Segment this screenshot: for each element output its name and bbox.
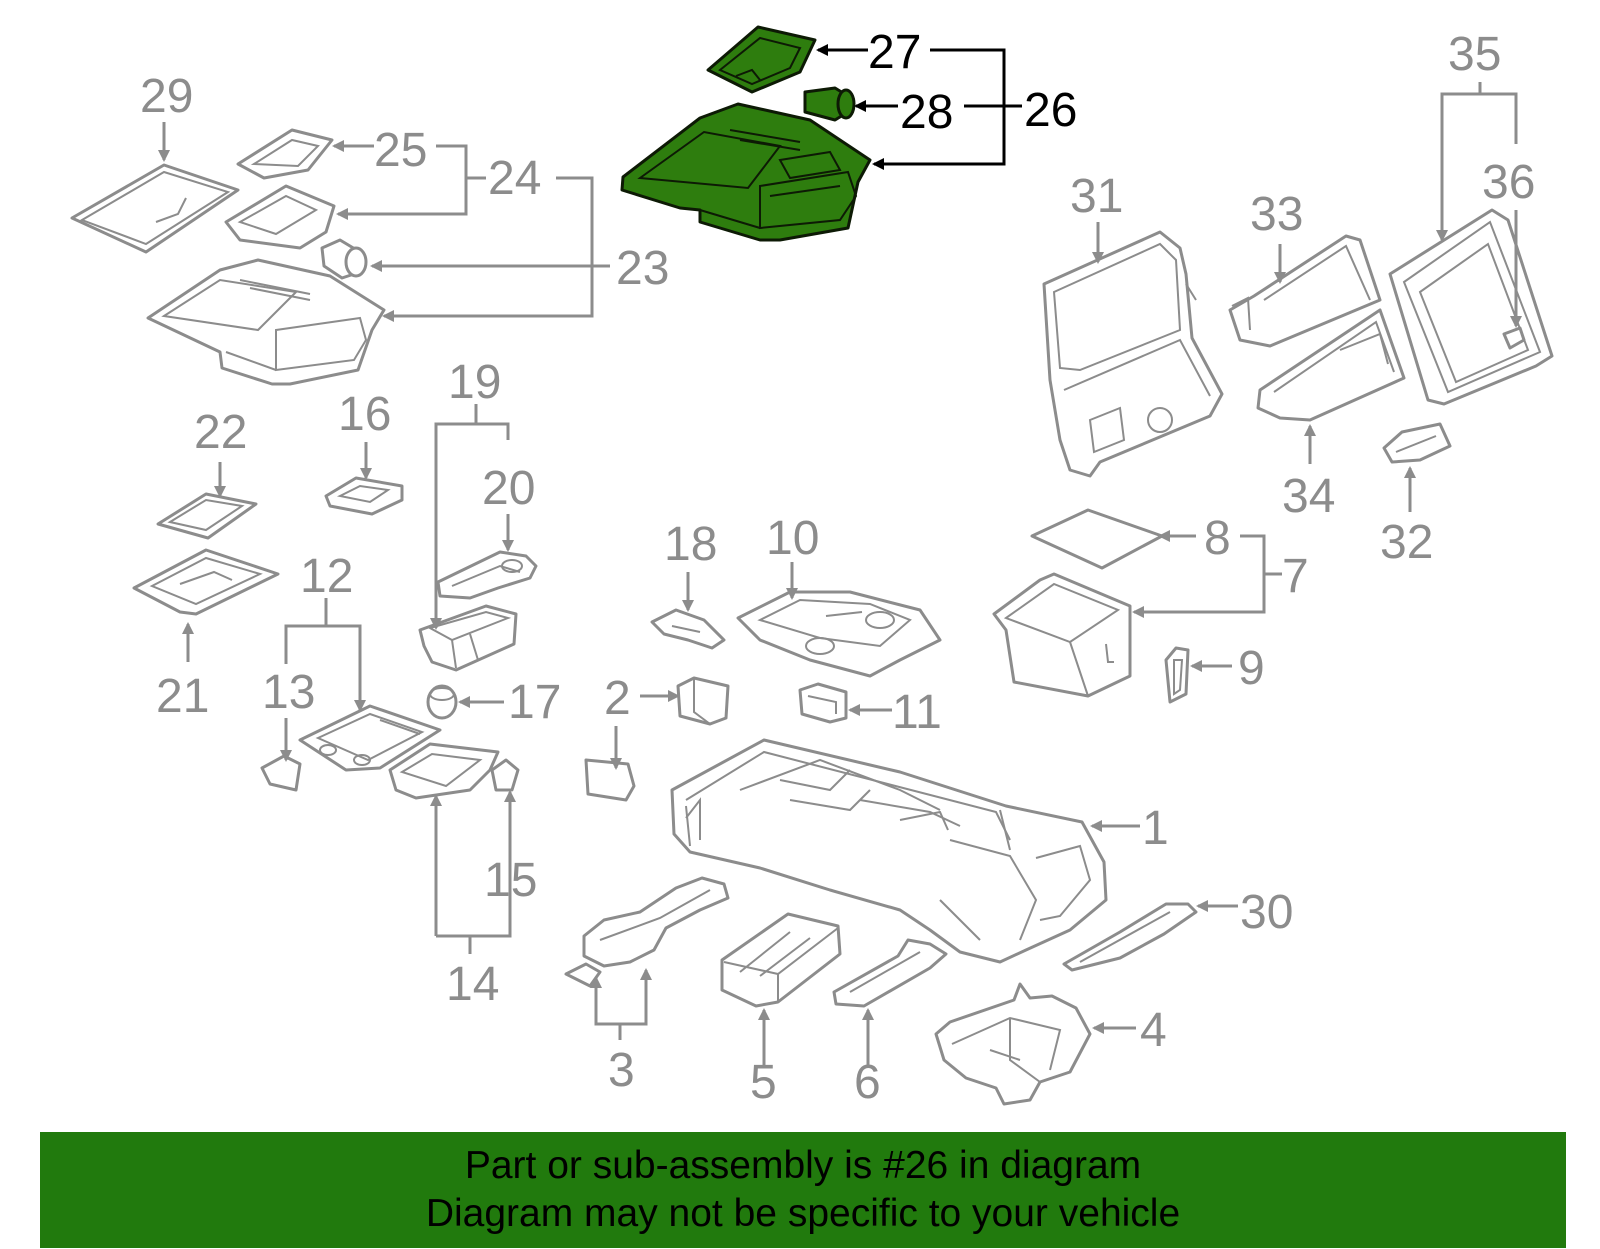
part-14[interactable] bbox=[388, 742, 500, 800]
part-23-socket[interactable] bbox=[320, 238, 368, 280]
part-18[interactable] bbox=[650, 608, 726, 650]
part-8[interactable] bbox=[1030, 508, 1164, 570]
label-1[interactable]: 1 bbox=[1142, 802, 1169, 855]
label-36[interactable]: 36 bbox=[1482, 156, 1535, 209]
part-9[interactable] bbox=[1164, 646, 1190, 704]
label-9[interactable]: 9 bbox=[1238, 642, 1265, 695]
part-24-insert[interactable] bbox=[224, 184, 336, 250]
part-27-lid[interactable] bbox=[706, 25, 817, 94]
label-3[interactable]: 3 bbox=[608, 1044, 635, 1097]
part-15[interactable] bbox=[490, 758, 520, 792]
part-7[interactable] bbox=[992, 572, 1132, 698]
label-24[interactable]: 24 bbox=[488, 152, 541, 205]
label-5[interactable]: 5 bbox=[750, 1056, 777, 1109]
part-2b[interactable] bbox=[584, 758, 636, 802]
banner-line-1: Part or sub-assembly is #26 in diagram bbox=[464, 1144, 1142, 1187]
label-35[interactable]: 35 bbox=[1448, 28, 1501, 81]
label-6[interactable]: 6 bbox=[854, 1056, 881, 1109]
label-34[interactable]: 34 bbox=[1282, 470, 1335, 523]
label-8[interactable]: 8 bbox=[1204, 512, 1231, 565]
label-14[interactable]: 14 bbox=[446, 958, 499, 1011]
label-25[interactable]: 25 bbox=[374, 124, 427, 177]
part-33[interactable] bbox=[1228, 234, 1382, 348]
label-29[interactable]: 29 bbox=[140, 70, 193, 123]
part-labels: 27 28 26 29 25 24 23 22 16 19 20 21 17 1… bbox=[140, 26, 1535, 1109]
label-19[interactable]: 19 bbox=[448, 356, 501, 409]
leaders bbox=[158, 44, 1522, 1068]
part-29[interactable] bbox=[70, 163, 240, 254]
label-16[interactable]: 16 bbox=[338, 388, 391, 441]
label-10[interactable]: 10 bbox=[766, 512, 819, 565]
part-13[interactable] bbox=[260, 754, 302, 792]
label-4[interactable]: 4 bbox=[1140, 1004, 1167, 1057]
part-4[interactable] bbox=[934, 982, 1092, 1106]
part-25[interactable] bbox=[236, 128, 334, 180]
part-19[interactable] bbox=[418, 604, 518, 672]
label-12[interactable]: 12 bbox=[300, 550, 353, 603]
part-20[interactable] bbox=[436, 550, 538, 600]
label-17[interactable]: 17 bbox=[508, 676, 561, 729]
part-6[interactable] bbox=[832, 938, 948, 1008]
label-20[interactable]: 20 bbox=[482, 462, 535, 515]
label-22[interactable]: 22 bbox=[194, 406, 247, 459]
part-26-tray[interactable] bbox=[620, 102, 872, 242]
part-36[interactable] bbox=[1502, 326, 1526, 350]
label-30[interactable]: 30 bbox=[1240, 886, 1293, 939]
part-16[interactable] bbox=[324, 476, 404, 516]
part-1-console[interactable] bbox=[670, 738, 1108, 964]
label-33[interactable]: 33 bbox=[1250, 188, 1303, 241]
part-30[interactable] bbox=[1062, 902, 1198, 972]
part-31[interactable] bbox=[1042, 230, 1224, 478]
label-32[interactable]: 32 bbox=[1380, 516, 1433, 569]
part-26-assembly[interactable] bbox=[620, 25, 872, 242]
label-23[interactable]: 23 bbox=[616, 242, 669, 295]
label-7[interactable]: 7 bbox=[1282, 550, 1309, 603]
part-21[interactable] bbox=[132, 548, 280, 616]
part-28-socket[interactable] bbox=[803, 86, 856, 122]
label-31[interactable]: 31 bbox=[1070, 170, 1123, 223]
label-11[interactable]: 11 bbox=[892, 686, 942, 739]
label-2[interactable]: 2 bbox=[604, 672, 631, 725]
part-22[interactable] bbox=[156, 492, 258, 540]
banner-line-2: Diagram may not be specific to your vehi… bbox=[425, 1192, 1181, 1235]
label-18[interactable]: 18 bbox=[664, 518, 717, 571]
label-13[interactable]: 13 bbox=[262, 666, 315, 719]
part-35[interactable] bbox=[1388, 208, 1554, 406]
part-32[interactable] bbox=[1382, 422, 1452, 464]
label-27[interactable]: 27 bbox=[868, 26, 921, 79]
part-2[interactable] bbox=[676, 676, 730, 726]
part-11[interactable] bbox=[798, 682, 848, 724]
part-34[interactable] bbox=[1256, 308, 1406, 422]
part-17[interactable] bbox=[426, 684, 458, 720]
label-15[interactable]: 15 bbox=[484, 854, 537, 907]
info-banner: Part or sub-assembly is #26 in diagram D… bbox=[40, 1132, 1566, 1248]
label-21[interactable]: 21 bbox=[156, 670, 209, 723]
label-26[interactable]: 26 bbox=[1024, 84, 1077, 137]
part-10[interactable] bbox=[736, 590, 942, 678]
part-5[interactable] bbox=[720, 912, 842, 1008]
label-28[interactable]: 28 bbox=[900, 86, 953, 139]
part-24-tray[interactable] bbox=[146, 258, 386, 386]
part-3[interactable] bbox=[564, 876, 730, 988]
